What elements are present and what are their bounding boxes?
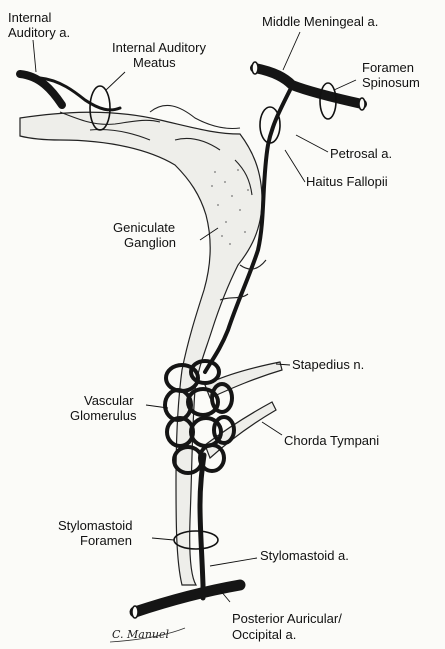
label-vascular-glomerulus-line1: Vascular: [84, 393, 134, 408]
middle-meningeal-cut-end: [252, 62, 258, 74]
middle-meningeal-artery-vessel: [255, 68, 362, 104]
label-stylomastoid-foramen-line2: Foramen: [80, 533, 132, 548]
label-stylomastoid-foramen-line1: Stylomastoid: [58, 518, 132, 533]
label-hiatus-fallopii: Haitus Fallopii: [306, 174, 388, 189]
label-posterior-auricular-line1: Posterior Auricular/: [232, 611, 342, 626]
label-internal-auditory-meatus-line1: Internal Auditory: [112, 40, 206, 55]
posterior-auricular-cut-end: [132, 606, 138, 618]
stylomastoid-artery-vessel: [200, 455, 204, 585]
foramen-spinosum-cut-end: [359, 98, 365, 110]
label-geniculate-ganglion-line2: Ganglion: [124, 235, 176, 250]
label-internal-auditory-a-line2: Auditory a.: [8, 25, 70, 40]
label-posterior-auricular-line2: Occipital a.: [232, 627, 296, 642]
label-chorda-tympani: Chorda Tympani: [284, 433, 379, 448]
label-vascular-glomerulus-line2: Glomerulus: [70, 408, 137, 423]
facial-nerve: [20, 112, 262, 585]
label-foramen-spinosum-line2: Spinosum: [362, 75, 420, 90]
label-internal-auditory-a-line1: Internal: [8, 10, 51, 25]
posterior-auricular-artery-vessel: [135, 585, 240, 612]
label-petrosal-a: Petrosal a.: [330, 146, 392, 161]
label-internal-auditory-meatus-line2: Meatus: [133, 55, 176, 70]
label-middle-meningeal: Middle Meningeal a.: [262, 14, 378, 29]
label-stapedius-n: Stapedius n.: [292, 357, 364, 372]
label-foramen-spinosum-line1: Foramen: [362, 60, 414, 75]
label-geniculate-ganglion-line1: Geniculate: [113, 220, 175, 235]
label-stylomastoid-a: Stylomastoid a.: [260, 548, 349, 563]
